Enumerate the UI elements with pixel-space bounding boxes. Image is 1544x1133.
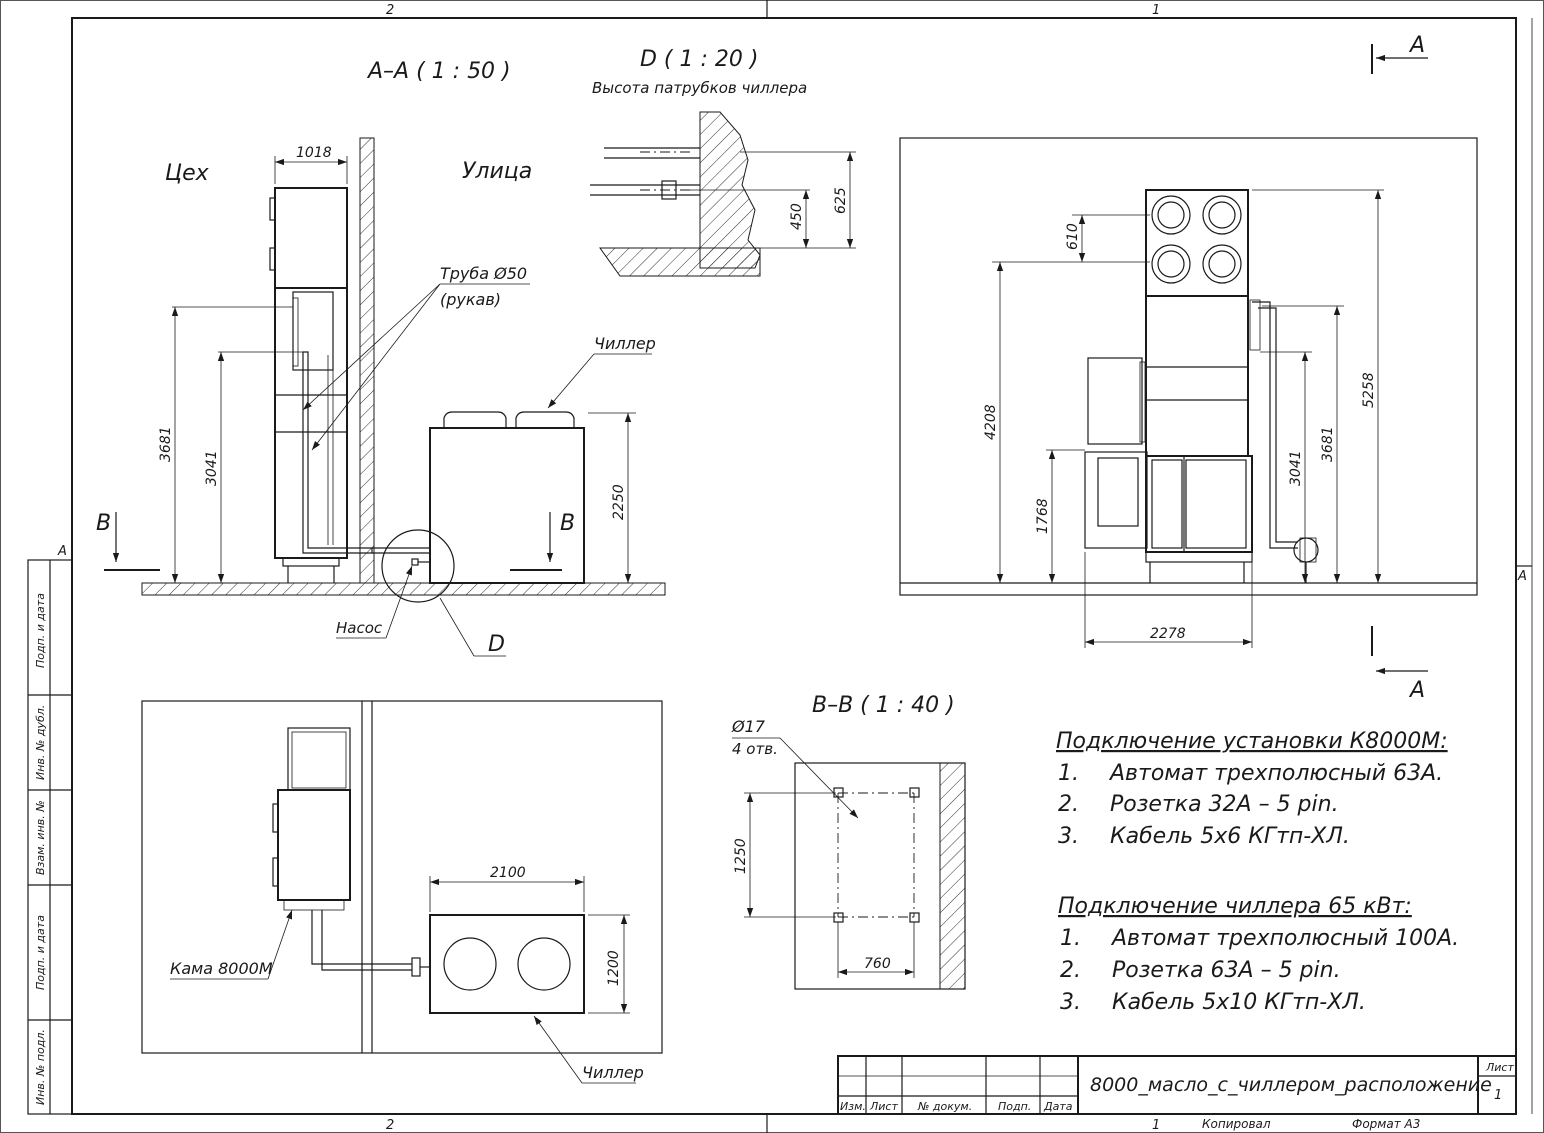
chiller-item-3-text: Кабель 5х10 КГтп-ХЛ. — [1112, 990, 1366, 1015]
unit-connection-header: Подключение установки К8000М: — [1056, 729, 1448, 754]
section-aa-title: A–A ( 1 : 50 ) — [366, 59, 511, 84]
strip-label-3: Взам. инв. № — [34, 800, 47, 875]
chiller-label-side: Чиллер — [594, 334, 656, 353]
dim-plan-2100: 2100 — [490, 865, 526, 881]
outdoor-label: Улица — [462, 159, 532, 184]
format-label: Формат А3 — [1352, 1117, 1420, 1131]
detail-mark: D — [488, 632, 505, 657]
hole-diameter-label: Ø17 — [731, 717, 766, 736]
indoor-label: Цех — [165, 161, 210, 186]
section-bb-title: B–B ( 1 : 40 ) — [812, 693, 955, 718]
zone-side-right: A — [1517, 569, 1527, 584]
detail-d-subtitle: Высота патрубков чиллера — [592, 79, 807, 97]
view-a: A A — [899, 33, 1478, 703]
dim-h-3041: 3041 — [204, 450, 220, 486]
zone-top-right: 1 — [1152, 3, 1160, 18]
unit-item-2-text: Розетка 32А – 5 pin. — [1110, 792, 1339, 817]
unit-item-2-num: 2. — [1058, 792, 1079, 817]
unit-item-1-num: 1. — [1058, 761, 1079, 786]
strip-label-5: Инв. № подл. — [34, 1029, 47, 1105]
pipe-label: Труба Ø50 — [440, 264, 527, 283]
detail-d-view: D ( 1 : 20 ) Высота патрубков чиллера 45… — [590, 47, 856, 277]
dim-bb-1250: 1250 — [733, 838, 749, 874]
pipe-label-sleeve: (рукав) — [440, 290, 501, 309]
chiller-item-3-num: 3. — [1060, 990, 1081, 1015]
title-col-sign: Подп. — [998, 1100, 1031, 1113]
dim-plan-1200: 1200 — [606, 950, 622, 986]
strip-label-2: Инв. № дубл. — [34, 705, 47, 780]
chiller-item-1-text: Автомат трехполюсный 100А. — [1110, 926, 1459, 951]
detail-d-title: D ( 1 : 20 ) — [640, 47, 758, 72]
zone-side-left: A — [57, 544, 67, 559]
arrow-a-top-label: A — [1408, 33, 1425, 58]
sheet-label: Лист — [1485, 1061, 1514, 1074]
section-aa-view: A–A ( 1 : 50 ) Цех Улица 1018 3681 — [96, 59, 666, 657]
zone-bottom-right: 1 — [1152, 1118, 1160, 1133]
title-col-list: Лист — [869, 1100, 898, 1113]
unit-item-3-text: Кабель 5х6 КГтп-ХЛ. — [1110, 824, 1350, 849]
zone-bottom-left: 2 — [386, 1118, 394, 1133]
pump-label: Насос — [336, 619, 383, 637]
dim-a-2278: 2278 — [1150, 626, 1186, 642]
dim-bb-760: 760 — [864, 956, 891, 972]
dim-d-450: 450 — [789, 203, 805, 230]
dim-a-3041: 3041 — [1288, 450, 1304, 486]
chiller-item-1-num: 1. — [1060, 926, 1081, 951]
title-col-doc: № докум. — [917, 1100, 972, 1113]
dim-a-610: 610 — [1065, 223, 1081, 250]
chiller-plan-label: Чиллер — [582, 1063, 644, 1082]
unit-plan-label: Кама 8000М — [170, 959, 273, 978]
unit-item-1-text: Автомат трехполюсный 63А. — [1108, 761, 1443, 786]
strip-label-1: Подп. и дата — [34, 593, 47, 668]
sheet-number: 1 — [1494, 1088, 1502, 1103]
strip-label-4: Подп. и дата — [34, 915, 47, 990]
dim-a-3681: 3681 — [1320, 426, 1336, 462]
title-block: Изм. Лист № докум. Подп. Дата 8000_масло… — [837, 1055, 1517, 1131]
cut-b-left: B — [96, 511, 111, 536]
copied-label: Копировал — [1202, 1117, 1271, 1131]
title-col-date: Дата — [1043, 1100, 1073, 1113]
dim-a-1768: 1768 — [1035, 498, 1051, 534]
unit-item-3-num: 3. — [1058, 824, 1079, 849]
chiller-item-2-text: Розетка 63А – 5 pin. — [1112, 958, 1341, 983]
chiller-item-2-num: 2. — [1060, 958, 1081, 983]
chiller-connection-header: Подключение чиллера 65 кВт: — [1058, 894, 1412, 919]
arrow-a-bottom-label: A — [1408, 678, 1425, 703]
hole-count-label: 4 отв. — [732, 740, 778, 758]
cut-b-right: B — [560, 511, 575, 536]
left-stamp-strip: Подп. и дата Инв. № дубл. Взам. инв. № П… — [27, 559, 73, 1115]
section-bb-view: B–B ( 1 : 40 ) Ø17 4 отв. 1250 760 — [731, 693, 966, 990]
dim-h-3681: 3681 — [158, 426, 174, 462]
plan-view: 2100 1200 Кама 8000М Чиллер — [141, 700, 663, 1084]
dim-a-5258: 5258 — [1361, 372, 1377, 408]
dim-unit-width: 1018 — [296, 145, 332, 161]
dim-a-4208: 4208 — [983, 404, 999, 440]
zone-top-left: 2 — [386, 3, 394, 18]
notes: Подключение установки К8000М: 1. Автомат… — [1056, 729, 1459, 1015]
title-col-izm: Изм. — [840, 1100, 866, 1113]
dim-chiller-height: 2250 — [611, 484, 627, 520]
dim-d-625: 625 — [833, 187, 849, 214]
drawing-name: 8000_масло_с_чиллером_расположение — [1090, 1074, 1492, 1096]
